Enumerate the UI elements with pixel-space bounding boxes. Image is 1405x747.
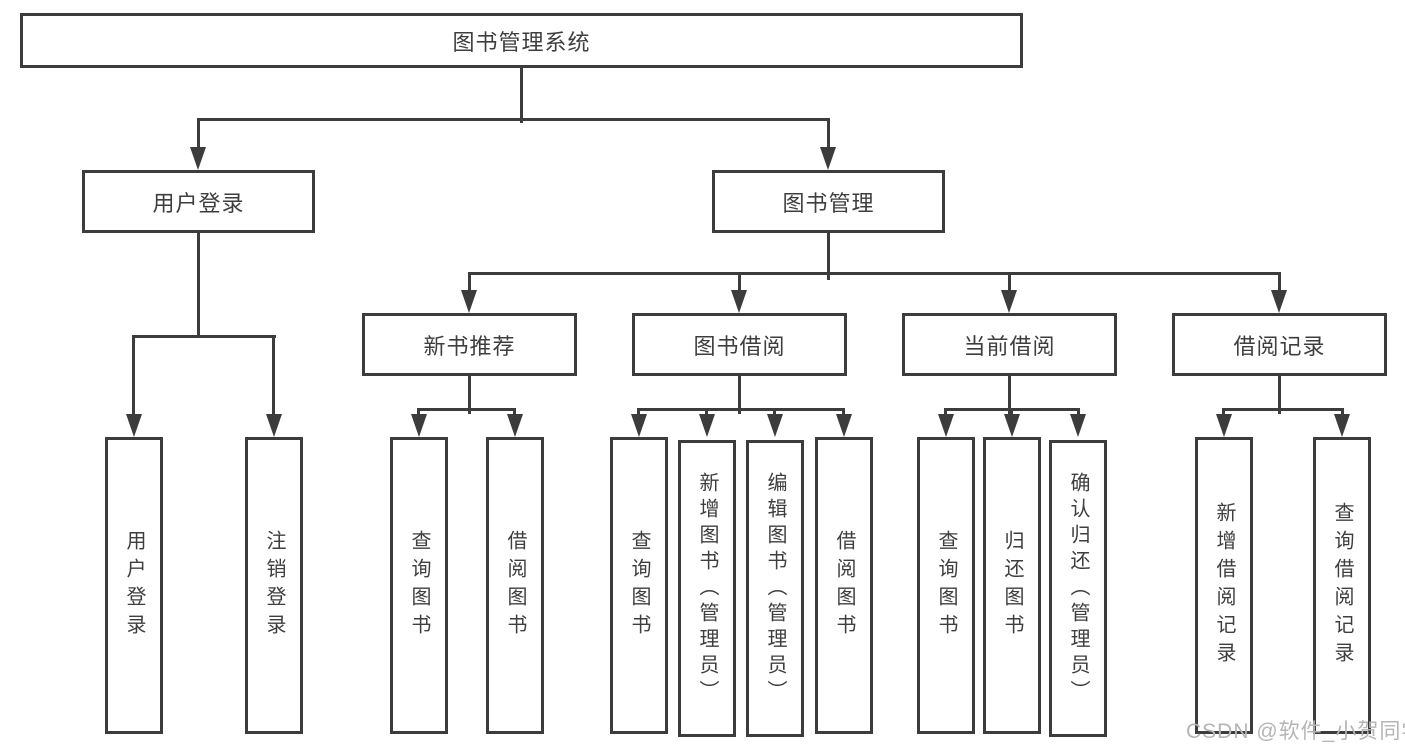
connector bbox=[827, 233, 830, 280]
connector bbox=[738, 376, 741, 414]
node-label: 图书管理系统 bbox=[452, 29, 591, 55]
arrowhead-icon bbox=[190, 147, 206, 170]
node-label: 新增借阅记录 bbox=[1213, 501, 1235, 670]
node-label: 用户登录 bbox=[152, 190, 245, 216]
node-label: 查询图书 bbox=[935, 529, 957, 642]
connector bbox=[197, 118, 830, 121]
arrowhead-icon bbox=[1004, 414, 1020, 437]
node-label: 借阅图书 bbox=[504, 529, 526, 642]
node-borrowing-records: 借阅记录 bbox=[1172, 313, 1387, 376]
node-label: 归还图书 bbox=[1001, 529, 1023, 642]
node-book-borrowing: 图书借阅 bbox=[632, 313, 847, 376]
connector bbox=[468, 376, 471, 414]
arrowhead-icon bbox=[411, 414, 427, 437]
node-label: 当前借阅 bbox=[963, 333, 1056, 359]
connector bbox=[132, 335, 276, 338]
connector bbox=[132, 335, 135, 417]
node-confirm-return-admin: 确认归还（管理员） bbox=[1049, 440, 1107, 737]
node-label: 新增图书（管理员） bbox=[696, 471, 718, 706]
node-label: 确认归还（管理员） bbox=[1067, 471, 1089, 706]
arrowhead-icon bbox=[126, 414, 142, 437]
connector bbox=[1008, 274, 1011, 292]
node-user-login-module: 用户登录 bbox=[82, 170, 315, 233]
connector bbox=[468, 272, 1281, 275]
arrowhead-icon bbox=[836, 414, 852, 437]
connector bbox=[272, 335, 275, 417]
node-add-book-admin: 新增图书（管理员） bbox=[678, 440, 736, 737]
node-borrow-books-recommend: 借阅图书 bbox=[486, 437, 544, 734]
node-label: 查询图书 bbox=[628, 529, 650, 642]
arrowhead-icon bbox=[820, 147, 836, 170]
node-user-login: 用户登录 bbox=[105, 437, 163, 734]
connector bbox=[1222, 408, 1344, 411]
node-label: 编辑图书（管理员） bbox=[764, 471, 786, 706]
connector bbox=[738, 274, 741, 292]
node-label: 图书管理 bbox=[782, 190, 875, 216]
node-label: 借阅图书 bbox=[833, 529, 855, 642]
arrowhead-icon bbox=[631, 414, 647, 437]
connector bbox=[1278, 274, 1281, 292]
node-label: 查询借阅记录 bbox=[1331, 501, 1353, 670]
arrowhead-icon bbox=[461, 290, 477, 313]
connector bbox=[197, 233, 200, 338]
node-borrow-book: 借阅图书 bbox=[815, 437, 873, 734]
arrowhead-icon bbox=[1070, 414, 1086, 437]
arrowhead-icon bbox=[1271, 290, 1287, 313]
node-query-books-recommend: 查询图书 bbox=[390, 437, 448, 734]
connector bbox=[468, 274, 471, 292]
node-label: 新书推荐 bbox=[423, 333, 516, 359]
connector bbox=[637, 408, 845, 411]
csdn-watermark: CSDN @软件_小贺同学 bbox=[1186, 720, 1405, 743]
node-logout: 注销登录 bbox=[245, 437, 303, 734]
node-label: 借阅记录 bbox=[1233, 333, 1326, 359]
node-label: 查询图书 bbox=[408, 529, 430, 642]
node-query-books-current: 查询图书 bbox=[917, 437, 975, 734]
connector bbox=[520, 68, 523, 123]
arrowhead-icon bbox=[266, 414, 282, 437]
node-query-borrow-record: 查询借阅记录 bbox=[1313, 437, 1371, 734]
arrowhead-icon bbox=[731, 290, 747, 313]
connector bbox=[197, 118, 200, 150]
arrowhead-icon bbox=[699, 414, 715, 437]
node-query-books-borrowing: 查询图书 bbox=[610, 437, 668, 734]
connector bbox=[417, 408, 516, 411]
node-library-system: 图书管理系统 bbox=[20, 13, 1023, 68]
arrowhead-icon bbox=[767, 414, 783, 437]
node-new-book-recommend: 新书推荐 bbox=[362, 313, 577, 376]
node-return-book: 归还图书 bbox=[983, 437, 1041, 734]
node-edit-book-admin: 编辑图书（管理员） bbox=[746, 440, 804, 737]
arrowhead-icon bbox=[1334, 414, 1350, 437]
node-label: 用户登录 bbox=[123, 529, 145, 642]
connector bbox=[827, 118, 830, 150]
node-label: 图书借阅 bbox=[693, 333, 786, 359]
node-label: 注销登录 bbox=[263, 529, 285, 642]
arrowhead-icon bbox=[1001, 290, 1017, 313]
arrowhead-icon bbox=[1216, 414, 1232, 437]
arrowhead-icon bbox=[507, 414, 523, 437]
node-current-borrowing: 当前借阅 bbox=[902, 313, 1117, 376]
node-add-borrow-record: 新增借阅记录 bbox=[1195, 437, 1253, 734]
connector bbox=[1008, 376, 1011, 414]
node-book-management: 图书管理 bbox=[712, 170, 945, 233]
connector bbox=[1278, 376, 1281, 414]
arrowhead-icon bbox=[938, 414, 954, 437]
